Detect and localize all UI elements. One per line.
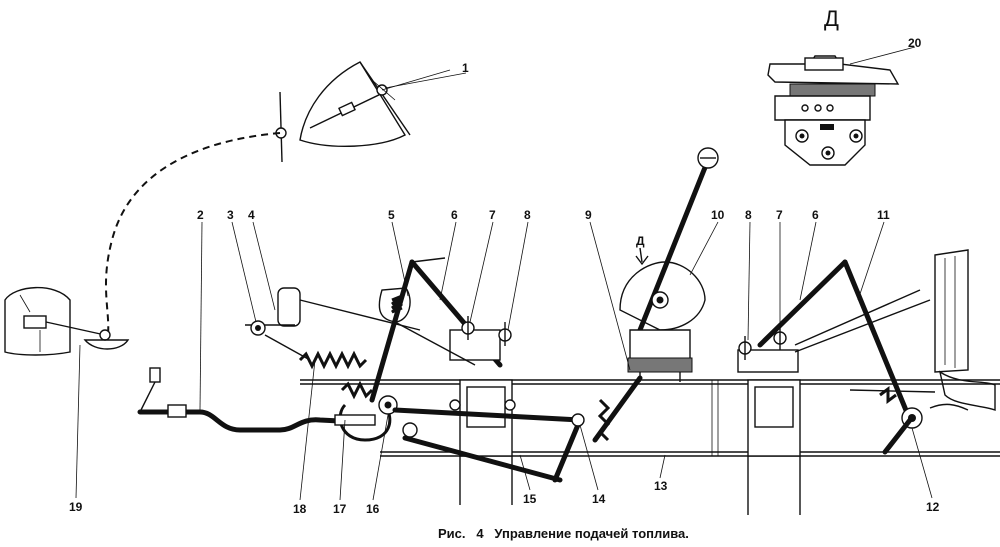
leader-lines: [75, 46, 933, 501]
pump-lever-group: [552, 147, 719, 483]
callout-label: 20: [908, 36, 922, 50]
figure-caption: Рис. 4 Управление подачей топлива.: [438, 526, 689, 541]
callout-label: 7: [489, 208, 496, 222]
pedal-linkage-rod: [137, 367, 363, 433]
callout-label: 1: [462, 61, 469, 75]
accelerator-pedal-assembly: [275, 61, 451, 163]
callout-label: 2: [197, 208, 204, 222]
view-letter-pump: Д: [636, 234, 645, 248]
left-lever-group: [245, 287, 421, 442]
callout-label: 12: [926, 500, 940, 514]
callout-label: 14: [592, 492, 606, 506]
callout-label: 3: [227, 208, 234, 222]
callout-label: 6: [451, 208, 458, 222]
hand-control-lever: [4, 286, 130, 356]
callout-label: 18: [293, 502, 307, 516]
callout-label: 8: [524, 208, 531, 222]
callout-labels: 1 2 3 4 5 6 7 8 9 10 8 7 6 11 20 12 13 1…: [69, 36, 940, 516]
right-lever-group: [737, 249, 996, 455]
callout-label: 11: [877, 208, 890, 222]
callout-label: 6: [812, 208, 819, 222]
callout-label: 15: [523, 492, 537, 506]
callout-label: 19: [69, 500, 83, 514]
callout-label: 9: [585, 208, 592, 222]
callout-label: 4: [248, 208, 255, 222]
callout-label: 8: [745, 208, 752, 222]
vehicle-frame: [300, 379, 1000, 515]
callout-label: 16: [366, 502, 380, 516]
detail-view-d: [767, 55, 900, 166]
callout-label: 10: [711, 208, 725, 222]
callout-label: 13: [654, 479, 668, 493]
view-letter-detail: Д: [824, 6, 839, 31]
callout-label: 5: [388, 208, 395, 222]
throttle-cable: [104, 132, 281, 336]
callout-label: 7: [776, 208, 783, 222]
callout-label: 17: [333, 502, 347, 516]
